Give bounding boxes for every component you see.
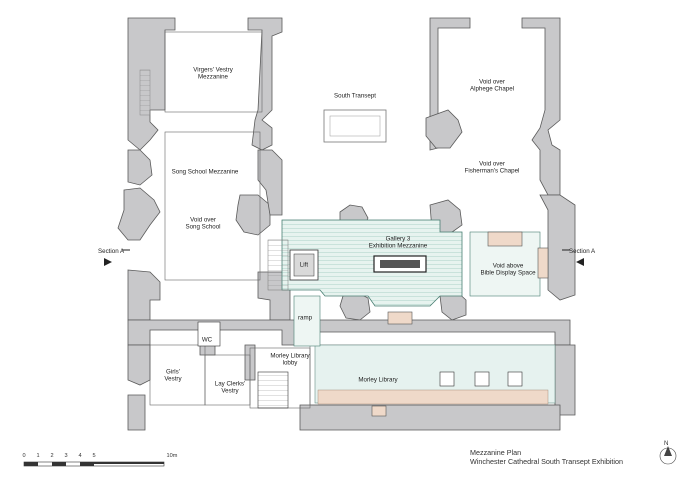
library-table-2 [474, 371, 490, 387]
drawing-subtitle: Winchester Cathedral South Transept Exhi… [470, 457, 624, 466]
transept-feature-inner [329, 115, 381, 137]
stair-vestry [139, 69, 151, 116]
scale-bar [23, 461, 165, 467]
stair-gallery [267, 239, 289, 291]
label-girls-vestry: Girls' Vestry [164, 368, 182, 383]
label-void-alphege: Void over Alphege Chapel [469, 78, 515, 93]
drawing-title-block: Mezzanine Plan Winchester Cathedral Sout… [470, 448, 623, 466]
label-lift: Lift [299, 261, 309, 269]
bench-bible [537, 247, 549, 279]
scale-tick-5: 5 [92, 453, 96, 459]
masonry-walls [117, 17, 576, 431]
label-section-a-right: Section A [569, 248, 596, 255]
scale-tick-1: 1 [36, 453, 40, 459]
library-timber-strip [317, 389, 549, 405]
label-south-transept: South Transept [334, 92, 376, 100]
label-song-school-mezzanine: Song School Mezzanine [171, 168, 239, 176]
label-section-a-left: Section A [98, 248, 125, 255]
label-void-bible-display: Void above Bible Display Space [480, 262, 536, 277]
gallery3-floor [281, 219, 463, 307]
north-label: N [664, 440, 669, 447]
drawing-title: Mezzanine Plan [470, 448, 522, 457]
label-void-fisherman: Void over Fisherman's Chapel [464, 160, 520, 175]
library-table-3 [507, 371, 523, 387]
north-arrow [659, 446, 677, 465]
wc-room [197, 321, 221, 347]
scale-tick-0: 0 [22, 453, 26, 459]
transept-feature [323, 109, 387, 143]
scale-tick-3: 3 [64, 453, 68, 459]
label-morley-library: Morley Library [358, 376, 398, 384]
label-lay-clerks-vestry: Lay Clerks' Vestry [214, 380, 246, 395]
case-below-gallery [387, 311, 413, 325]
stair-lobby [257, 371, 289, 409]
scale-tick-10m: 10m [166, 453, 178, 459]
scale-tick-2: 2 [50, 453, 54, 459]
scale-tick-4: 4 [78, 453, 82, 459]
library-table-1 [439, 371, 455, 387]
label-virgers-vestry: Virgers' Vestry Mezzanine [193, 66, 233, 81]
label-morley-library-lobby: Morley Library lobby [270, 352, 310, 367]
label-gallery-3: Gallery 3 Exhibition Mezzanine [368, 235, 428, 250]
label-wc: WC [201, 336, 213, 344]
label-ramp: ramp [297, 314, 313, 322]
section-arrows [104, 258, 584, 266]
lift-car [293, 253, 315, 277]
library-case-small [371, 405, 387, 417]
ramp-area [293, 295, 321, 347]
label-void-song-school: Void over Song School [185, 216, 221, 231]
display-case-bible [487, 231, 523, 247]
display-case-gallery-inner [380, 260, 420, 268]
